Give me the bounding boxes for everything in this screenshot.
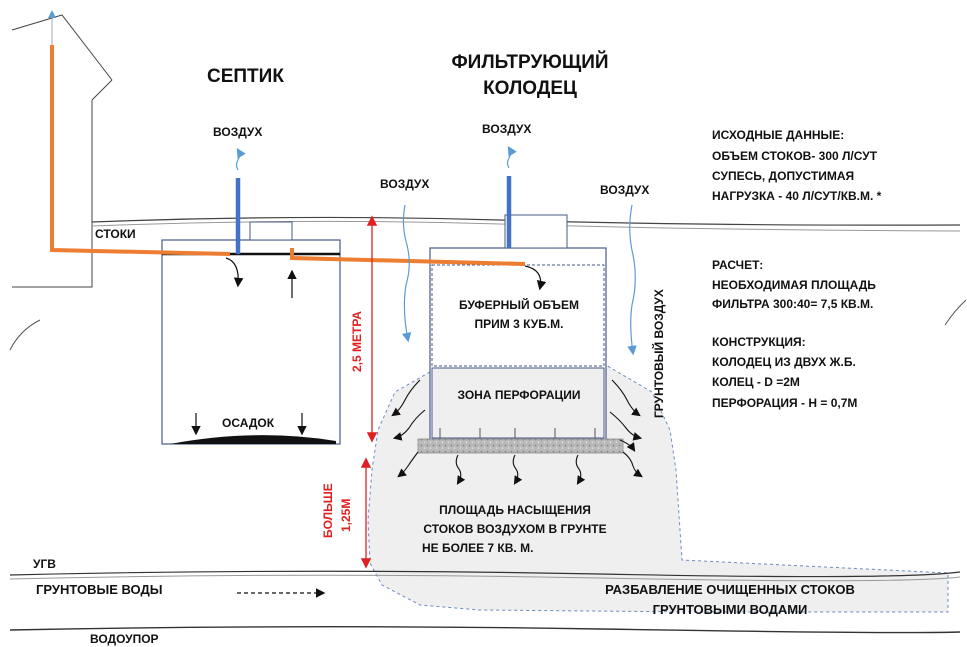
gravel-bed xyxy=(417,438,624,454)
groundwater-table-line-2 xyxy=(9,574,961,582)
ground-air-arrow-left xyxy=(401,204,412,343)
air-label-septic: ВОЗДУХ xyxy=(213,125,263,139)
air-label-left: ВОЗДУХ xyxy=(380,177,430,191)
ground-surface-line-2 xyxy=(91,220,961,232)
initial-data-line2: ОБЪЕМ СТОКОВ- 300 Л/СУТ xyxy=(712,149,878,163)
clearance-label-line2: 1,25М xyxy=(339,498,353,532)
sewer-pipe xyxy=(50,45,231,256)
air-label-right: ВОЗДУХ xyxy=(600,183,650,197)
right-soil-boundary xyxy=(944,299,967,326)
ugv-label: УГВ xyxy=(33,557,56,571)
infiltration-arrows xyxy=(391,379,643,485)
septic-title: СЕПТИК xyxy=(207,66,284,87)
calculation-line2: НЕОБХОДИМАЯ ПЛОЩАДЬ xyxy=(712,278,876,292)
perforation-zone-label: ЗОНА ПЕРФОРАЦИИ xyxy=(457,388,581,402)
septic-tank xyxy=(161,239,341,445)
initial-data-line3: СУПЕСЬ, ДОПУСТИМАЯ xyxy=(712,169,855,183)
air-out-arrow-septic xyxy=(235,147,246,171)
septic-sludge xyxy=(170,435,336,444)
construction-line1: КОНСТРУКЦИЯ: xyxy=(712,335,806,349)
saturation-label-line1: ПЛОЩАДЬ НАСЫЩЕНИЯ xyxy=(439,503,591,517)
left-soil-boundary xyxy=(9,319,41,351)
construction-line2: КОЛОДЕЦ ИЗ ДВУХ Ж.Б. xyxy=(712,355,856,369)
dilution-label-line2: ГРУНТОВЫМИ ВОДАМИ xyxy=(652,602,808,617)
buffer-label-line1: БУФЕРНЫЙ ОБЪЕМ xyxy=(459,298,579,312)
ground-air-arrow-right xyxy=(627,204,637,356)
calculation-line3: ФИЛЬТРА 300:40= 7,5 КВ.М. xyxy=(712,297,874,311)
construction-line4: ПЕРФОРАЦИЯ - Н = 0,7М xyxy=(712,396,858,410)
air-label-well: ВОЗДУХ xyxy=(482,122,532,136)
dilution-label-line1: РАЗБАВЛЕНИЕ ОЧИЩЕННЫХ СТОКОВ xyxy=(605,582,855,597)
perforation-zone xyxy=(431,367,605,439)
initial-data-line1: ИСХОДНЫЕ ДАННЫЕ: xyxy=(712,128,845,142)
construction-line3: КОЛЕЦ - D =2М xyxy=(712,375,800,389)
filter-well-title-line2: КОЛОДЕЦ xyxy=(483,78,577,99)
sediment-label: ОСАДОК xyxy=(222,416,275,430)
well-inflow-arrow xyxy=(524,265,547,291)
calculation-line1: РАСЧЕТ: xyxy=(712,258,764,272)
ground-air-label: ГРУНТОВЫЙ ВОЗДУХ xyxy=(652,289,666,418)
depth-dimension-label: 2,5 МЕТРА xyxy=(350,311,364,372)
groundwater-table-line xyxy=(9,570,961,578)
stoki-label: СТОКИ xyxy=(95,227,136,241)
saturation-label-line2: СТОКОВ ВОЗДУХОМ В ГРУНТЕ xyxy=(423,522,607,536)
septic-inflow-arrow xyxy=(225,257,244,288)
groundwater-label: ГРУНТОВЫЕ ВОДЫ xyxy=(36,582,163,597)
septic-hatch xyxy=(249,221,293,241)
clearance-label-line1: БОЛЬШЕ xyxy=(321,483,335,538)
transfer-pipe xyxy=(290,248,526,266)
saturation-label-line3: НЕ БОЛЕЕ 7 КВ. М. xyxy=(422,541,534,555)
filter-well-neck xyxy=(504,214,568,249)
air-out-arrow-well xyxy=(506,145,517,169)
aquitard-label: ВОДОУПОР xyxy=(90,632,159,646)
initial-data-line4: НАГРУЗКА - 40 Л/СУТ/КВ.М. * xyxy=(712,189,882,203)
house-outline xyxy=(11,14,113,288)
filter-well-title-line1: ФИЛЬТРУЮЩИЙ xyxy=(451,52,609,73)
aquitard-line xyxy=(9,626,961,634)
perforation-ticks xyxy=(439,428,596,438)
buffer-label-line2: ПРИМ 3 КУБ.М. xyxy=(474,317,564,331)
ground-surface-line xyxy=(91,216,961,226)
